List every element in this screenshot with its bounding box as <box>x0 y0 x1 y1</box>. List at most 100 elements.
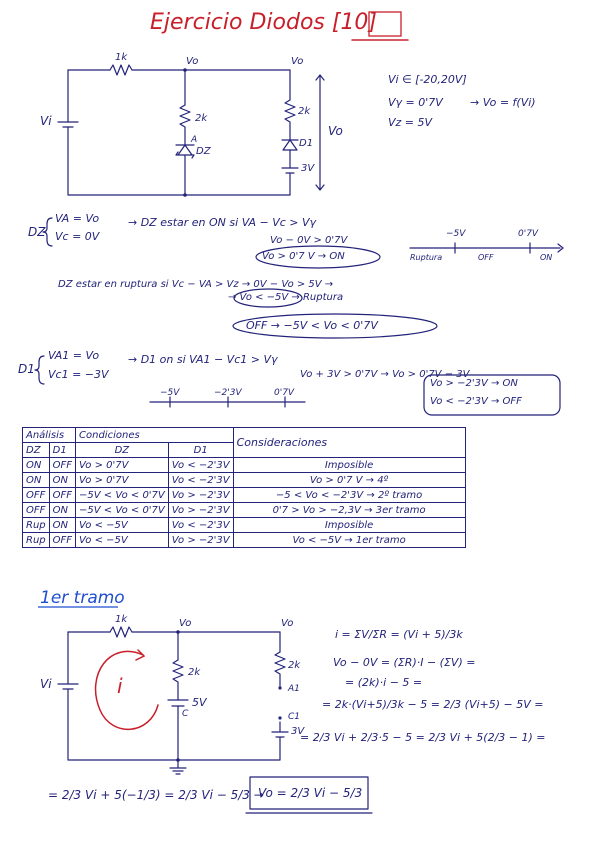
current-label: i <box>117 674 123 698</box>
header-analysis: Análisis <box>21 427 77 443</box>
given-arrow: → Vo = f(Vi) <box>470 96 536 109</box>
c2-src3-label: 3V <box>291 726 305 737</box>
table-subheader-row: DZ D1 DZ D1 <box>22 442 466 458</box>
vo-side-label: Vo <box>328 124 343 138</box>
cell-d1-cond: Vo < −2'3V <box>167 517 234 533</box>
cell-dz-state: ON <box>22 457 50 473</box>
src3-label: 3V <box>301 163 315 174</box>
cell-consideration: Vo > 0'7 V → 4º <box>232 472 466 488</box>
nl1-tick-neg5: −5V <box>446 229 466 239</box>
vo-right-label: Vo <box>291 56 304 67</box>
table-header-row: Análisis Condiciones Consideraciones <box>21 427 466 458</box>
vi-label: Vi <box>40 114 52 128</box>
r3-label: 2k <box>298 106 311 117</box>
derivation-line-2: Vo − 0V = (ΣR)·I − (ΣV) = <box>333 656 476 669</box>
cell-dz-state: OFF <box>22 487 50 503</box>
given-vgamma: Vγ = 0'7V <box>388 96 443 109</box>
cell-dz-cond: −5V < Vo < 0'7V <box>75 487 169 503</box>
cell-dz-cond: Vo > 0'7V <box>75 457 169 473</box>
c2-r3-label: 2k <box>288 660 301 671</box>
c2-vi-label: Vi <box>40 677 52 691</box>
header-considerations: Consideraciones <box>232 427 466 458</box>
node-a-label: A <box>191 135 198 145</box>
cell-d1-cond: Vo > −2'3V <box>167 532 234 548</box>
d1-brace-label: D1 <box>18 362 35 376</box>
c2-node-c1-label: C1 <box>288 712 301 722</box>
dz-va: VA = Vo <box>55 212 100 225</box>
cell-d1-cond: Vo < −2'3V <box>167 472 234 488</box>
cell-dz-state: OFF <box>22 502 50 518</box>
cell-consideration: −5 < Vo < −2'3V → 2º tramo <box>232 487 466 503</box>
circuit-1-wires <box>57 64 325 197</box>
d1-box-on: Vo > −2'3V → ON <box>430 378 518 389</box>
vo-top-label: Vo <box>186 56 199 67</box>
c2-node-a1-label: A1 <box>288 684 300 694</box>
c2-r2-label: 2k <box>188 667 201 678</box>
cell-consideration: 0'7 > Vo > −2,3V → 3er tramo <box>232 502 466 518</box>
cell-d1-state: ON <box>48 502 77 518</box>
d1-va: VA1 = Vo <box>48 349 100 362</box>
cell-consideration: Imposible <box>232 457 466 473</box>
cell-d1-state: OFF <box>48 532 77 548</box>
final-line: = 2/3 Vi + 5(−1/3) = 2/3 Vi − 5/3 → <box>48 788 264 802</box>
page-title: Ejercicio Diodos [10] <box>150 10 378 35</box>
dz-label: DZ <box>196 146 211 157</box>
cell-d1-state: ON <box>48 517 77 533</box>
cell-dz-cond: Vo < −5V <box>75 532 169 548</box>
nl1-region-ruptura: Ruptura <box>410 253 443 262</box>
conditions-table: Análisis Condiciones Consideraciones DZ … <box>21 427 466 548</box>
cell-dz-cond: −5V < Vo < 0'7V <box>75 502 169 518</box>
c2-r1-label: 1k <box>115 614 128 625</box>
dz-breakdown-condition: DZ estar en ruptura si Vc − VA > Vz → 0V… <box>58 279 334 290</box>
circuit-2-wires <box>57 626 289 775</box>
given-vz: Vz = 5V <box>388 116 433 129</box>
dz-vc: Vc = 0V <box>55 230 100 243</box>
cell-dz-cond: Vo < −5V <box>75 517 169 533</box>
r1-label: 1k <box>115 52 128 63</box>
cell-d1-cond: Vo > −2'3V <box>167 487 234 503</box>
nl1-tick-07: 0'7V <box>518 229 539 239</box>
dz-off-result: OFF → −5V < Vo < 0'7V <box>246 319 378 332</box>
d1-label: D1 <box>299 138 314 149</box>
cell-d1-state: OFF <box>48 487 77 503</box>
derivation-line-4: = 2k·(Vi+5)/3k − 5 = 2/3 (Vi+5) − 5V = <box>322 698 544 711</box>
subheader-d1: D1 <box>48 442 77 458</box>
cell-consideration: Imposible <box>232 517 466 533</box>
derivation-line-3: = (2k)·i − 5 = <box>345 676 423 689</box>
nl1-region-on: ON <box>540 253 553 262</box>
d1-vc: Vc1 = −3V <box>48 368 109 381</box>
d1-step: Vo + 3V > 0'7V → Vo > 0'7V − 3V <box>300 369 470 380</box>
cell-d1-state: OFF <box>48 457 77 473</box>
dz-on-result: Vo > 0'7 V → ON <box>262 251 345 262</box>
r2-label: 2k <box>195 113 208 124</box>
cell-dz-state: Rup <box>22 517 50 533</box>
cell-dz-state: ON <box>22 472 50 488</box>
c2-src5-label: 5V <box>192 696 207 709</box>
nl1-region-off: OFF <box>478 253 494 262</box>
final-result: Vo = 2/3 Vi − 5/3 <box>258 786 363 800</box>
header-conditions: Condiciones <box>75 427 234 443</box>
c2-vo-top-label: Vo <box>179 618 192 629</box>
derivation-line-5: = 2/3 Vi + 2/3·5 − 5 = 2/3 Vi + 5(2/3 − … <box>300 731 546 744</box>
dz-breakdown-result: → Vo < −5V → Ruptura <box>228 292 344 303</box>
dz-step: Vo − 0V > 0'7V <box>270 235 348 246</box>
c2-vo-right-label: Vo <box>281 618 294 629</box>
c2-node-c-label: C <box>182 709 189 719</box>
d1-box-off: Vo < −2'3V → OFF <box>430 396 522 407</box>
section-title: 1er tramo <box>40 588 125 608</box>
dz-on-condition: → DZ estar en ON si VA − Vc > Vγ <box>128 216 317 229</box>
cell-d1-state: ON <box>48 472 77 488</box>
dz-brace-label: DZ <box>28 225 46 239</box>
cell-d1-cond: Vo > −2'3V <box>167 502 234 518</box>
derivation-line-1: i = ΣV/ΣR = (Vi + 5)/3k <box>335 628 463 641</box>
d1-on-condition: → D1 on si VA1 − Vc1 > Vγ <box>128 353 278 366</box>
cell-dz-cond: Vo > 0'7V <box>75 472 169 488</box>
